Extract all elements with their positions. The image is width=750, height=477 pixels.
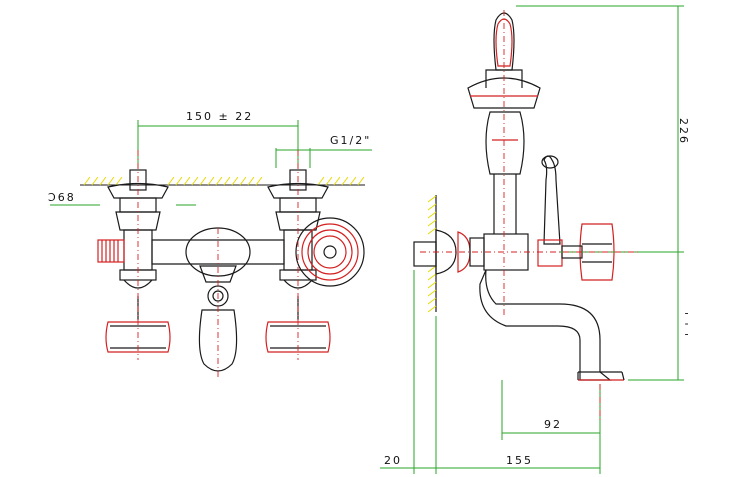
lever-handle [537, 155, 563, 267]
wall-offset-label: 20 [384, 454, 402, 467]
front-view [80, 169, 365, 372]
spacing-label: 150 ± 22 [186, 110, 253, 123]
wall-line-side [427, 195, 437, 313]
riser-pipe [467, 12, 541, 234]
diameter-label: Ͻ68 [48, 191, 76, 204]
side-dimensions [380, 5, 684, 474]
total-depth-label: 155 [506, 454, 533, 467]
diverter-disc [295, 217, 365, 287]
front-centerlines [137, 150, 299, 380]
height-label: 226 [677, 118, 690, 145]
mixer-body [151, 227, 285, 372]
side-view [413, 12, 625, 381]
front-dimensions [50, 120, 372, 206]
thread-label: G1/2" [330, 134, 371, 147]
side-inlet [413, 229, 529, 275]
vertical-marks-label: ' ' ' [677, 312, 690, 338]
wall-line-front [80, 176, 365, 186]
threaded-stub [97, 239, 125, 263]
side-centerlines [420, 10, 640, 420]
spout [479, 269, 625, 381]
spout-reach-label: 92 [544, 418, 562, 431]
